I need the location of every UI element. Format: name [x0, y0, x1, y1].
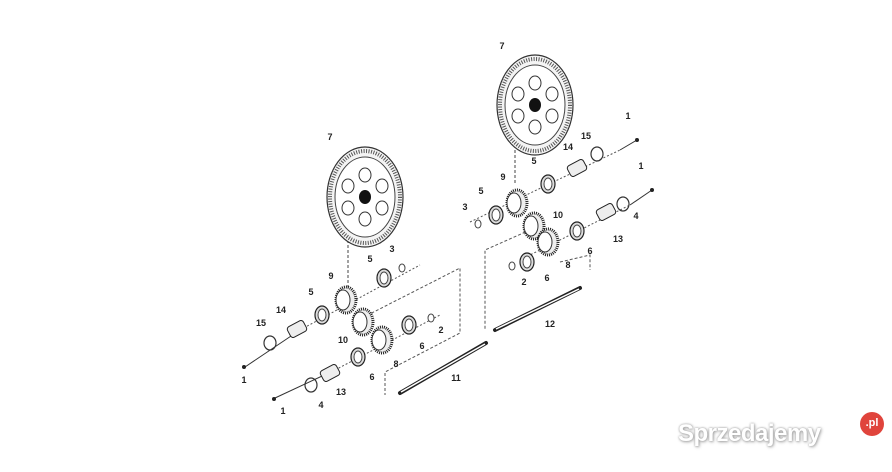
bearing-5-left — [376, 268, 392, 288]
part-label: 8 — [393, 359, 398, 369]
gear-8-right — [536, 227, 560, 257]
part-label: 5 — [478, 186, 483, 196]
part-label: 4 — [318, 400, 323, 410]
bearing-5-right — [540, 174, 556, 194]
part-label: 6 — [587, 246, 592, 256]
part-label: 5 — [367, 254, 372, 264]
part-label: 9 — [500, 172, 505, 182]
part-label: 1 — [241, 375, 246, 385]
part-label: 11 — [451, 373, 461, 383]
part-label: 13 — [613, 234, 623, 244]
part-label: 2 — [521, 277, 526, 287]
gear-8-left — [370, 325, 394, 355]
bolt-1-left — [242, 365, 246, 369]
part-label: 1 — [625, 111, 630, 121]
bearing-6-right — [569, 221, 585, 241]
bolt-1-right — [635, 138, 639, 142]
shaft-13-left — [319, 364, 341, 382]
gear-9-right — [505, 188, 529, 218]
bearing-5b-right — [488, 205, 504, 225]
part-label: 15 — [581, 131, 591, 141]
watermark-badge: .pl — [860, 412, 884, 436]
right-assembly — [469, 53, 654, 332]
oring-4-right — [616, 196, 630, 212]
gear-9-left — [334, 285, 358, 315]
left-assembly — [242, 145, 488, 401]
ring-2-right — [508, 261, 516, 271]
shaft-14-left — [286, 320, 308, 338]
part-label: 3 — [389, 244, 394, 254]
part-label: 5 — [531, 156, 536, 166]
left-part-labels: 7 3 5 9 5 14 15 1 10 8 6 2 6 13 4 1 11 — [241, 132, 460, 416]
ring-3-right — [474, 219, 482, 229]
bearing-6b-right — [519, 252, 535, 272]
oring-15-right — [590, 146, 604, 162]
shaft-13-right — [595, 203, 617, 221]
part-label: 10 — [553, 210, 563, 220]
part-label: 3 — [462, 202, 467, 212]
part-label: 10 — [338, 335, 348, 345]
part-label: 6 — [419, 341, 424, 351]
bolt-1b-right — [650, 188, 654, 192]
right-part-labels: 7 1 15 14 5 9 5 3 10 13 4 1 6 8 6 2 12 — [462, 41, 643, 329]
part-label: 1 — [280, 406, 285, 416]
part-label: 5 — [308, 287, 313, 297]
part-label: 15 — [256, 318, 266, 328]
part-label: 9 — [328, 271, 333, 281]
bearing-5b-left — [314, 305, 330, 325]
bearing-6b-left — [350, 347, 366, 367]
part-label: 7 — [327, 132, 332, 142]
oring-15-left — [263, 335, 277, 351]
oring-4-left — [304, 377, 318, 393]
part-label: 14 — [276, 305, 286, 315]
shaft-14-right — [566, 159, 588, 177]
part-label: 2 — [438, 325, 443, 335]
part-label: 8 — [565, 260, 570, 270]
part-label: 12 — [545, 319, 555, 329]
large-gear-7-left — [325, 145, 405, 249]
part-label: 7 — [499, 41, 504, 51]
gear-10-left — [351, 307, 375, 337]
ring-2-left — [427, 313, 435, 323]
part-label: 1 — [638, 161, 643, 171]
part-label: 6 — [369, 372, 374, 382]
bearing-6-left — [401, 315, 417, 335]
part-label: 4 — [633, 211, 638, 221]
watermark-logo: Sprzedajemy — [678, 420, 821, 447]
part-label: 13 — [336, 387, 346, 397]
bolt-1b-left — [272, 397, 276, 401]
part-label: 6 — [544, 273, 549, 283]
ring-3-left — [398, 263, 406, 273]
large-gear-7-right — [495, 53, 575, 157]
part-label: 14 — [563, 142, 573, 152]
